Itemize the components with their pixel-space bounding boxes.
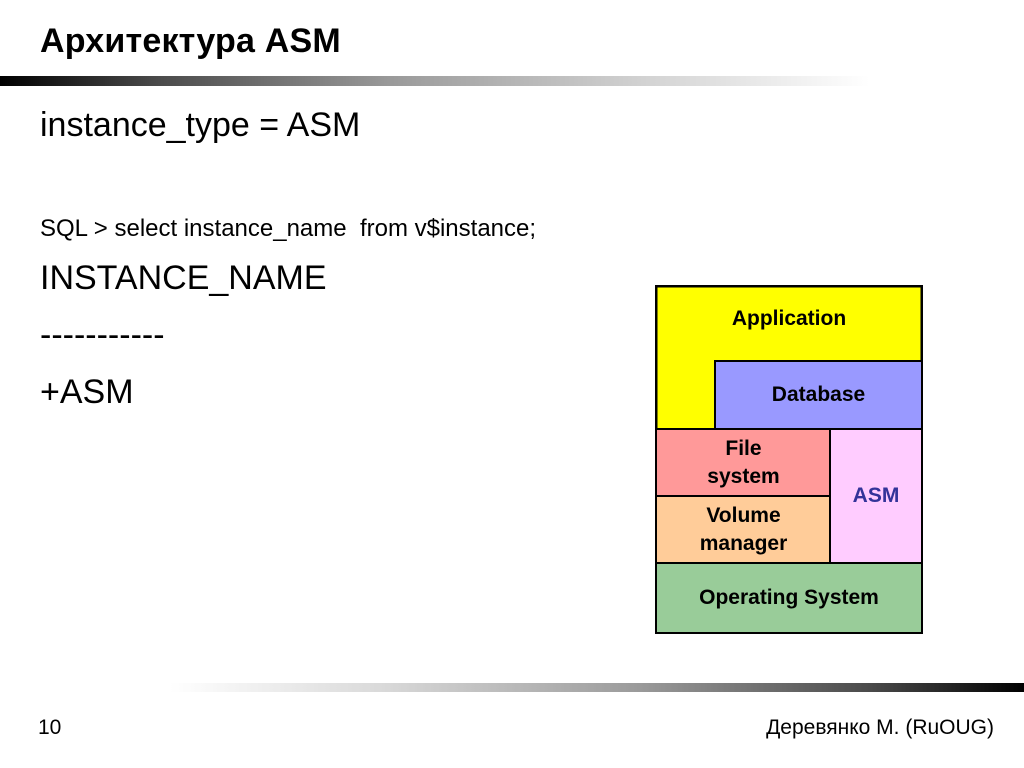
footer-divider <box>170 683 1024 692</box>
database-block: Database <box>714 360 923 431</box>
asm-label: ASM <box>852 484 900 508</box>
page-number: 10 <box>38 716 62 739</box>
author-credit: Деревянко М. (RuOUG) <box>766 716 994 739</box>
volume-manager-label: Volume manager <box>699 503 788 555</box>
slide-title: Архитектура ASM <box>40 22 341 60</box>
operating-system-block: Operating System <box>655 562 923 634</box>
result-line: +ASM <box>40 373 134 411</box>
file-system-label: File system <box>707 436 780 488</box>
application-label: Application <box>731 307 847 330</box>
sql-query-line: SQL > select instance_name from v$instan… <box>40 215 537 242</box>
asm-block: ASM <box>829 428 923 565</box>
column-header-line: INSTANCE_NAME <box>40 259 327 297</box>
instance-type-line: instance_type = ASM <box>40 106 361 144</box>
operating-system-label: Operating System <box>699 585 879 609</box>
file-system-block: File system <box>655 428 832 498</box>
title-divider <box>0 76 870 86</box>
database-label: Database <box>771 383 866 407</box>
volume-manager-block: Volume manager <box>655 495 832 565</box>
architecture-diagram: Application Database File system Volume … <box>655 285 923 634</box>
separator-line: ----------- <box>40 316 165 354</box>
